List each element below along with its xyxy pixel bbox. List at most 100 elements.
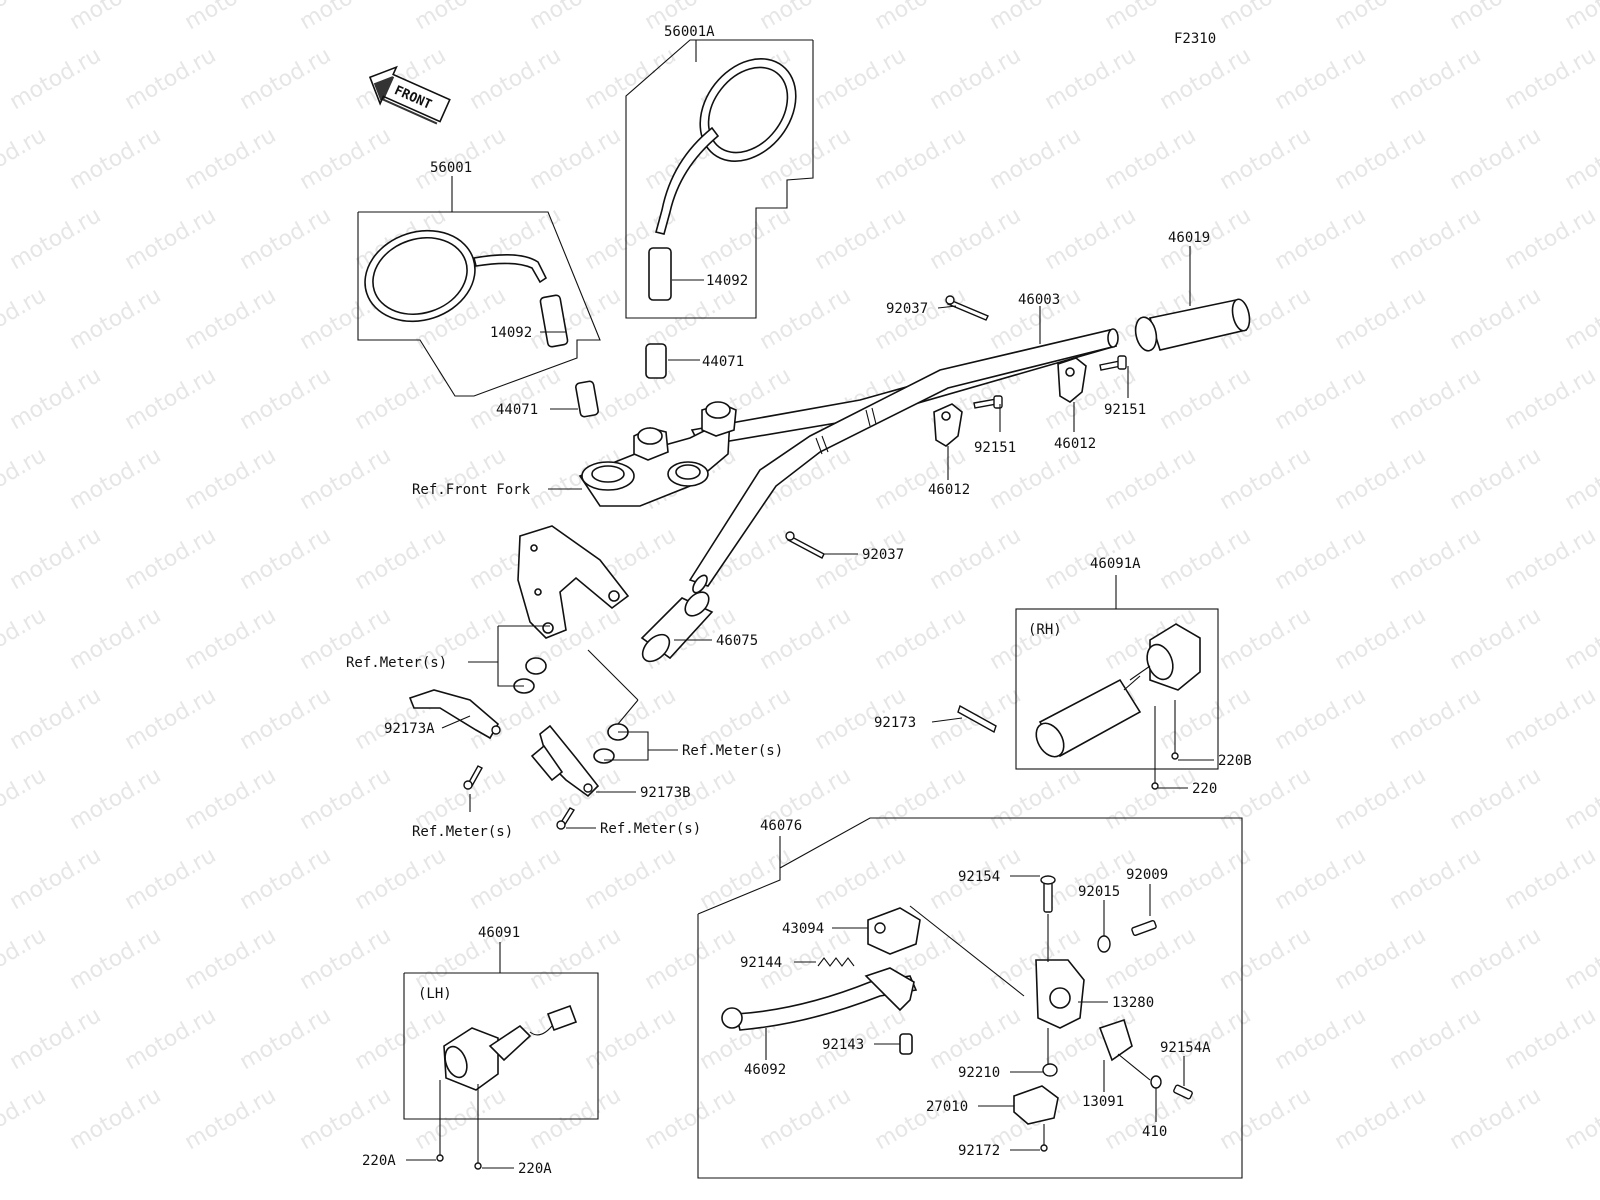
lh-switch-group: (LH)	[403, 972, 599, 1120]
watermark-text: motod.ru	[641, 1083, 741, 1155]
pin-92037-a	[945, 295, 989, 321]
callout-46003: 46003	[1018, 292, 1060, 308]
callout-46019: 46019	[1168, 230, 1210, 246]
watermark-text: motod.ru	[411, 443, 511, 515]
watermark-text: motod.ru	[1501, 1003, 1600, 1075]
rh-group-label: (RH)	[1028, 622, 1062, 638]
callout-ref-meters-d: Ref.Meter(s)	[600, 821, 701, 837]
screw-220	[1151, 706, 1159, 790]
callout-92154: 92154	[958, 869, 1000, 885]
watermark-text: motod.ru	[1386, 1003, 1486, 1075]
watermark-text: motod.ru	[66, 443, 166, 515]
watermark-text: motod.ru	[121, 203, 221, 275]
watermark-text: motod.ru	[1271, 683, 1371, 755]
watermark-text: motod.ru	[0, 283, 50, 355]
watermark-text: motod.ru	[236, 43, 336, 115]
watermark-text: motod.ru	[526, 0, 626, 35]
watermark-text: motod.ru	[1101, 923, 1201, 995]
watermark-text: motod.ru	[1561, 0, 1600, 35]
watermark-text: motod.ru	[1561, 603, 1600, 675]
watermark-text: motod.ru	[1386, 43, 1486, 115]
callout-27010: 27010	[926, 1099, 968, 1115]
watermark-text: motod.ru	[1156, 363, 1256, 435]
watermark-text: motod.ru	[66, 1083, 166, 1155]
watermark-text: motod.ru	[926, 43, 1026, 115]
watermark-text: motod.ru	[1216, 0, 1316, 35]
watermark-text: motod.ru	[1561, 283, 1600, 355]
callout-46091: 46091	[478, 925, 520, 941]
callout-92144: 92144	[740, 955, 782, 971]
watermark-text: motod.ru	[296, 0, 396, 35]
watermark-text: motod.ru	[236, 1003, 336, 1075]
watermark-text: motod.ru	[811, 43, 911, 115]
watermark-text: motod.ru	[1331, 1083, 1431, 1155]
watermark-text: motod.ru	[871, 1083, 971, 1155]
watermark-text: motod.ru	[1271, 843, 1371, 915]
watermark-text: motod.ru	[1561, 443, 1600, 515]
callout-92037-a: 92037	[886, 301, 928, 317]
callout-92172: 92172	[958, 1143, 1000, 1159]
clamp-92173	[957, 704, 997, 734]
watermark-text: motod.ru	[181, 123, 281, 195]
watermark-text: motod.ru	[811, 843, 911, 915]
watermark-text: motod.ru	[236, 843, 336, 915]
watermark-text: motod.ru	[1446, 0, 1546, 35]
front-fork-bracket	[578, 401, 737, 507]
watermark-text: motod.ru	[121, 843, 221, 915]
figure-code: F2310	[1174, 31, 1216, 47]
watermark-text: motod.ru	[1271, 43, 1371, 115]
watermark-text: motod.ru	[1446, 603, 1546, 675]
watermark-text: motod.ru	[236, 203, 336, 275]
bolt-92151-b	[1099, 355, 1127, 371]
watermark-text: motod.ru	[986, 123, 1086, 195]
watermark-text: motod.ru	[1271, 363, 1371, 435]
holder-clamp-a	[933, 403, 963, 447]
callout-410: 410	[1142, 1124, 1167, 1140]
watermark-text: motod.ru	[1041, 203, 1141, 275]
watermark-text: motod.ru	[181, 443, 281, 515]
watermark-text: motod.ru	[181, 0, 281, 35]
watermark-text: motod.ru	[986, 0, 1086, 35]
watermark-text: motod.ru	[986, 603, 1086, 675]
watermark-text: motod.ru	[1216, 603, 1316, 675]
watermark-text: motod.ru	[1386, 683, 1486, 755]
watermark-text: motod.ru	[181, 923, 281, 995]
watermark-text: motod.ru	[121, 683, 221, 755]
watermark-text: motod.ru	[0, 0, 50, 35]
callout-92210: 92210	[958, 1065, 1000, 1081]
watermark-text: motod.ru	[526, 123, 626, 195]
watermark-text: motod.ru	[1216, 1083, 1316, 1155]
rh-switch-group: (RH)	[1015, 608, 1219, 770]
watermark-text: motod.ru	[466, 843, 566, 915]
watermark-text: motod.ru	[1446, 1083, 1546, 1155]
callout-46092: 46092	[744, 1062, 786, 1078]
callout-92173A: 92173A	[384, 721, 435, 737]
watermark-text: motod.ru	[1331, 123, 1431, 195]
watermark-text: motod.ru	[466, 363, 566, 435]
watermark-text: motod.ru	[0, 923, 50, 995]
watermark-text: motod.ru	[66, 763, 166, 835]
watermark-text: motod.ru	[121, 1003, 221, 1075]
watermark-text: motod.ru	[66, 923, 166, 995]
callout-ref-meters-c: Ref.Meter(s)	[412, 824, 513, 840]
watermark-text: motod.ru	[351, 843, 451, 915]
watermark-text: motod.ru	[1271, 523, 1371, 595]
watermark-text: motod.ru	[526, 923, 626, 995]
watermark-text: motod.ru	[6, 843, 106, 915]
watermark-text: motod.ru	[296, 123, 396, 195]
watermark-text: motod.ru	[0, 603, 50, 675]
leader-lines	[406, 40, 1214, 1169]
callout-46091A: 46091A	[1090, 556, 1141, 572]
watermark-text: motod.ru	[1501, 43, 1600, 115]
callout-46075: 46075	[716, 633, 758, 649]
watermark-text: motod.ru	[1501, 363, 1600, 435]
watermark-text: motod.ru	[1101, 123, 1201, 195]
watermark-text: motod.ru	[1446, 283, 1546, 355]
callout-92009: 92009	[1126, 867, 1168, 883]
watermark-text: motod.ru	[1041, 43, 1141, 115]
watermark-text: motod.ru	[696, 203, 796, 275]
mirror-right	[625, 39, 814, 379]
callout-92151-b: 92151	[1104, 402, 1146, 418]
callout-92015: 92015	[1078, 884, 1120, 900]
